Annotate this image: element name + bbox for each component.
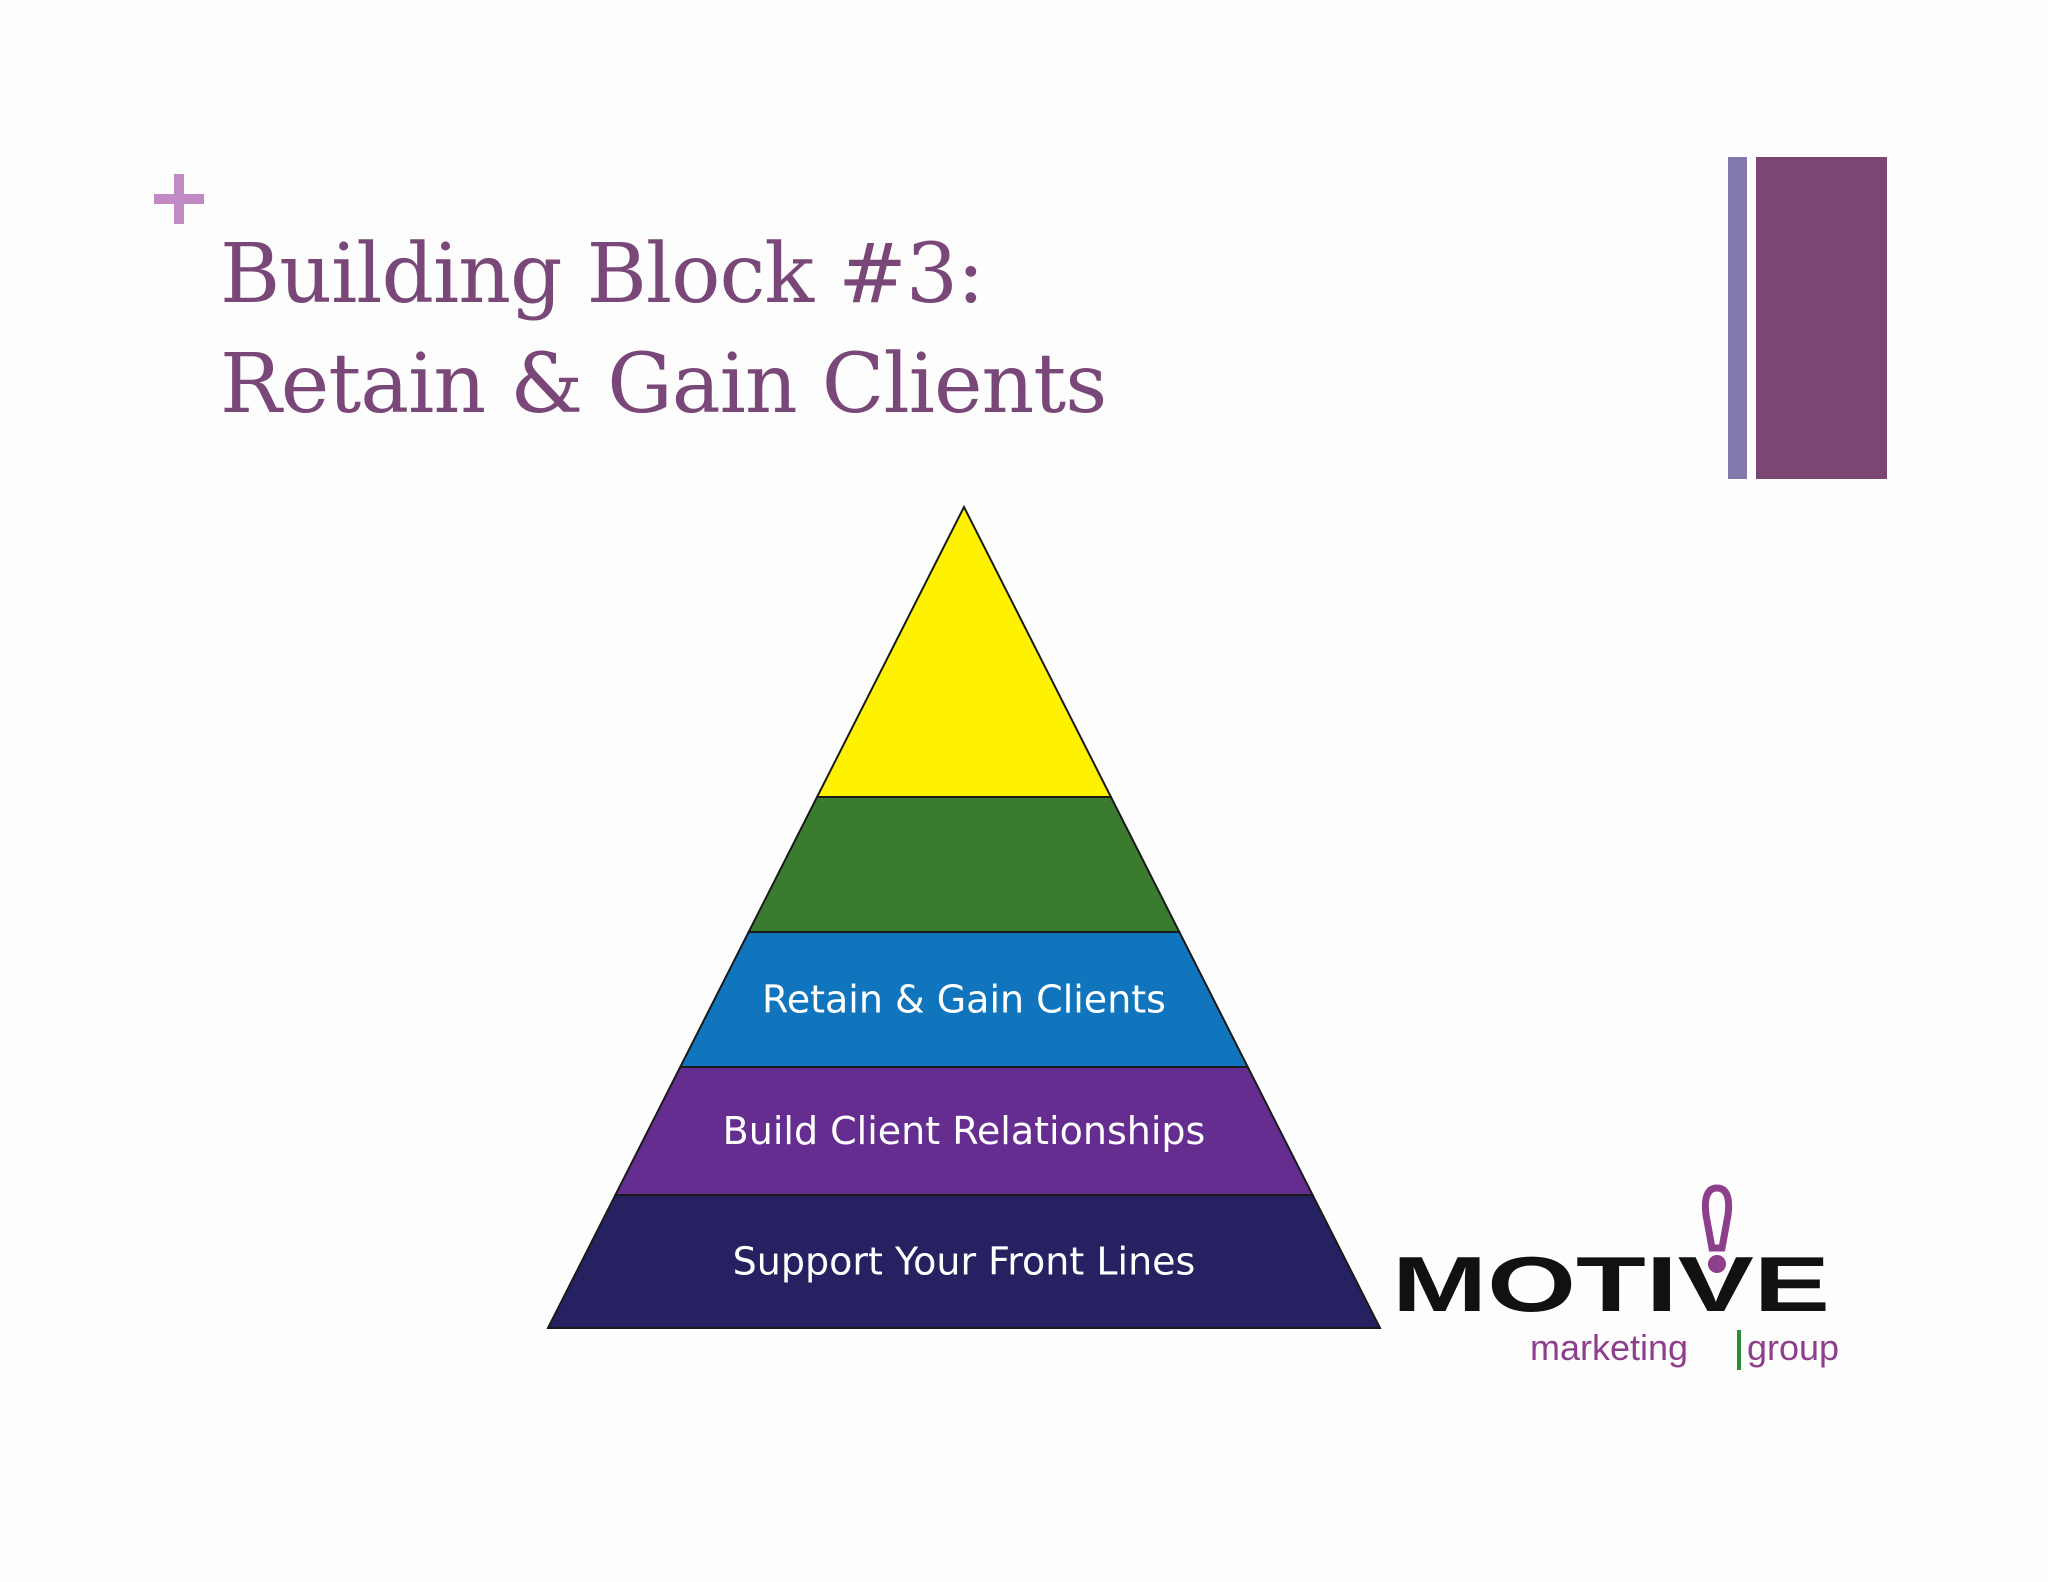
accent-bar-thin (1728, 157, 1747, 479)
pyramid-label-build-client-relationships: Build Client Relationships (723, 1109, 1206, 1153)
pyramid-level-support-front-lines (546, 1194, 1382, 1329)
logo-tagline-group: group (1747, 1327, 1839, 1368)
pyramid-label-retain-gain-clients: Retain & Gain Clients (762, 978, 1166, 1022)
logo-divider (1737, 1330, 1741, 1370)
logo-wordmark: MOTIVE (1392, 1240, 1830, 1328)
accent-bar-wide (1756, 157, 1887, 479)
slide-title-line-2: Retain & Gain Clients (220, 337, 1107, 432)
logo-tagline-marketing: marketing (1530, 1327, 1688, 1368)
motive-logo: MOTIVE marketing group (1392, 1184, 1839, 1370)
slide-title: Building Block #3: Retain & Gain Clients (220, 220, 1107, 440)
exclamation-icon (1701, 1184, 1733, 1273)
pyramid-level-top (815, 504, 1113, 798)
slide-title-line-1: Building Block #3: (220, 227, 985, 322)
pyramid-level-second (747, 796, 1181, 933)
pyramid-label-support-front-lines: Support Your Front Lines (733, 1240, 1196, 1284)
plus-icon (154, 174, 204, 224)
